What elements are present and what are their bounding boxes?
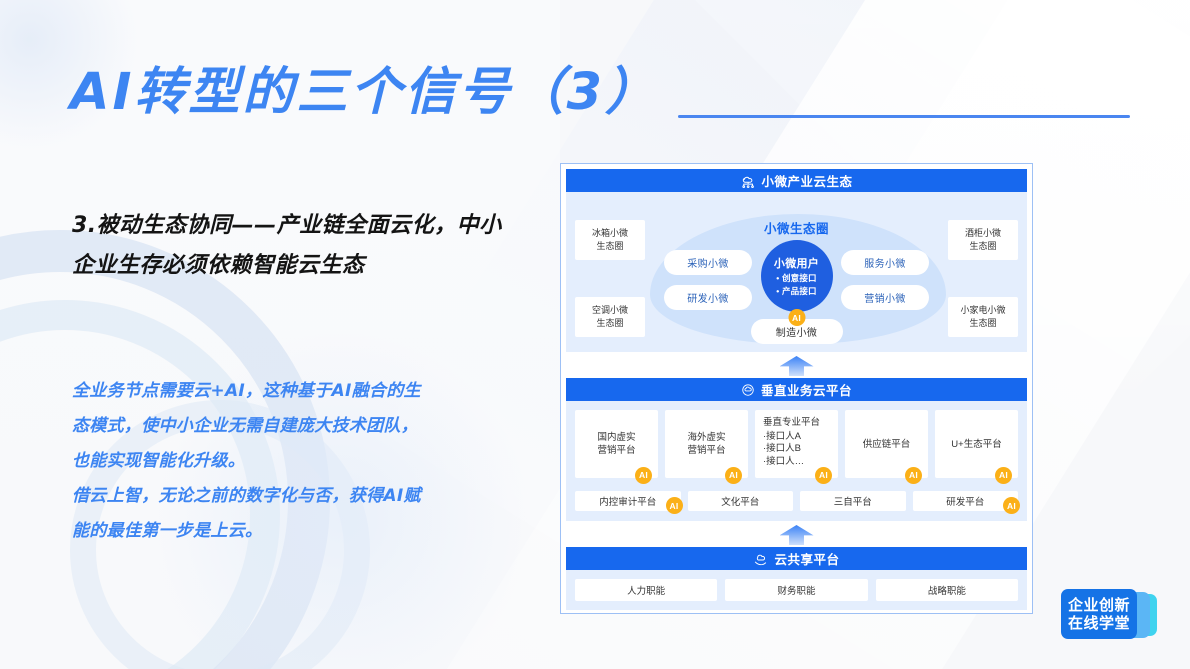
corner-box-wine-cabinet-line1: 酒柜小微 <box>964 228 1001 238</box>
cloud-share-band-label: 云共享平台 <box>774 553 840 567</box>
vp-card-overseas-marketing-line2: 营销平台 <box>687 445 726 456</box>
cloud-hand-icon <box>753 552 768 566</box>
body-line-4: 借云上智，无论之前的数字化与否，获得AI赋 <box>72 486 421 506</box>
body-line-1: 全业务节点需要云+AI，这种基于AI融合的生 <box>72 381 421 401</box>
ecosystem-band-label: 小微产业云生态 <box>761 175 853 189</box>
vp-bullet-contact-more: ·接口人… <box>763 455 805 467</box>
cloud-share-row: 人力职能 财务职能 战略职能 <box>575 579 1018 601</box>
vp-bar-rnd-label: 研发平台 <box>946 497 985 508</box>
body-line-2: 态模式，使中小企业无需自建庞大技术团队， <box>72 416 418 436</box>
ecosystem-panel: 小微生态圈 冰箱小微 生态圈 酒柜小微 生态圈 空调小微 生态圈 小家电小微 生… <box>566 192 1027 352</box>
logo-text: 企业创新 在线学堂 <box>1061 589 1137 639</box>
vp-card-overseas-marketing-line1: 海外虚实 <box>687 432 726 443</box>
vp-bar-rnd: 研发平台 AI <box>912 491 1020 514</box>
corner-box-wine-cabinet-line2: 生态圈 <box>969 241 997 251</box>
corner-box-fridge-line2: 生态圈 <box>596 241 624 251</box>
vp-card-overseas-marketing: 海外虚实 营销平台 AI <box>665 410 748 484</box>
corner-box-fridge-line1: 冰箱小微 <box>591 228 628 238</box>
pill-service: 服务小微 <box>841 250 929 275</box>
vp-card-domestic-marketing: 国内虚实 营销平台 AI <box>575 410 658 484</box>
corner-box-air-conditioner-line1: 空调小微 <box>591 305 628 315</box>
core-item-creative-api: • 创意接口 <box>776 273 817 283</box>
cloud-circle-icon <box>741 383 755 397</box>
vp-card-uplus-ecosystem: U+生态平台 AI <box>935 410 1018 484</box>
headline-text: 3.被动生态协同——产业链全面云化，中小企业生存必须依赖智能云生态 <box>72 213 502 278</box>
vp-card-supply-chain: 供应链平台 AI <box>845 410 928 484</box>
vertical-platform-row-2: 内控审计平台 AI 文化平台 三自平台 研发平台 AI <box>575 491 1020 514</box>
corner-box-small-appliance-line1: 小家电小微 <box>960 305 1006 315</box>
body-line-3: 也能实现智能化升级。 <box>72 451 245 471</box>
logo-text-line2: 在线学堂 <box>1067 614 1130 632</box>
cloud-share-panel: 人力职能 财务职能 战略职能 <box>566 570 1027 610</box>
ecosystem-band-header: 小微产业云生态 <box>566 169 1027 192</box>
vp-bar-culture: 文化平台 <box>687 491 793 511</box>
corner-box-fridge: 冰箱小微 生态圈 <box>575 220 645 260</box>
vp-bar-three-self-label: 三自平台 <box>833 497 872 508</box>
vp-bar-internal-audit: 内控审计平台 AI <box>575 491 683 514</box>
cs-box-finance: 财务职能 <box>725 579 868 601</box>
page-title: AI转型的三个信号（3） <box>70 63 659 122</box>
arrow-row-upper <box>566 352 1027 378</box>
ai-badge-internal-audit: AI <box>665 497 683 514</box>
ai-badge-overseas-marketing: AI <box>725 467 742 484</box>
vp-bullet-contact-b: ·接口人B <box>763 443 802 454</box>
cs-box-strategy: 战略职能 <box>875 579 1018 601</box>
logo-text-line1: 企业创新 <box>1067 596 1130 614</box>
ai-badge-rnd: AI <box>1003 497 1020 514</box>
cs-box-hr: 人力职能 <box>575 579 718 601</box>
corner-box-wine-cabinet: 酒柜小微 生态圈 <box>948 220 1018 260</box>
pill-marketing: 营销小微 <box>841 285 929 310</box>
cloud-network-icon <box>740 174 755 188</box>
corner-box-air-conditioner: 空调小微 生态圈 <box>575 297 645 337</box>
arrow-up-icon-2 <box>779 525 814 545</box>
vp-card-supply-chain-label: 供应链平台 <box>862 438 911 450</box>
vp-bar-three-self: 三自平台 <box>800 491 906 511</box>
corner-box-small-appliance-line2: 生态圈 <box>969 318 997 328</box>
vp-card-vertical-professional-title: 垂直专业平台 <box>763 417 821 428</box>
vp-card-vertical-professional: 垂直专业平台 ·接口人A ·接口人B ·接口人… AI <box>755 410 838 484</box>
vertical-platform-band-label: 垂直业务云平台 <box>760 384 852 398</box>
ecosystem-inner-title: 小微生态圈 <box>763 222 829 236</box>
ai-badge-domestic-marketing: AI <box>635 467 652 484</box>
pill-procurement: 采购小微 <box>664 250 752 275</box>
ai-badge-vertical-professional: AI <box>815 467 832 484</box>
vp-card-domestic-marketing-line1: 国内虚实 <box>597 432 636 443</box>
title-underline-rule <box>678 115 1130 118</box>
core-user-circle: 小微用户 • 创意接口 • 产品接口 <box>760 240 833 312</box>
ai-badge-uplus-ecosystem: AI <box>995 467 1012 484</box>
core-item-product-api: • 产品接口 <box>776 286 817 296</box>
cloud-share-band-header: 云共享平台 <box>566 547 1027 570</box>
pill-rnd: 研发小微 <box>664 285 752 310</box>
slide-title-area: AI转型的三个信号（3） <box>70 58 1130 128</box>
logo-card-front <box>1061 589 1137 639</box>
vp-bullet-contact-a: ·接口人A <box>763 430 802 442</box>
vertical-platform-band-header: 垂直业务云平台 <box>566 378 1027 401</box>
arrow-row-lower <box>566 521 1027 547</box>
arrow-up-icon <box>779 356 814 376</box>
vp-bar-internal-audit-label: 内控审计平台 <box>599 497 657 508</box>
body-copy: 全业务节点需要云+AI，这种基于AI融合的生 态模式，使中小企业无需自建庞大技术… <box>72 374 492 549</box>
vertical-platform-panel: 国内虚实 营销平台 AI 海外虚实 营销平台 AI 垂直专业平台 ·接口人A ·… <box>566 401 1027 521</box>
body-line-5: 能的最佳第一步是上云。 <box>72 521 263 541</box>
core-title: 小微用户 <box>773 258 820 270</box>
cloud-ecosystem-diagram: 小微产业云生态 小微生态圈 冰箱小微 生态圈 酒柜小微 生态圈 空调小微 生态圈… <box>560 163 1033 614</box>
vertical-platform-row-1: 国内虚实 营销平台 AI 海外虚实 营销平台 AI 垂直专业平台 ·接口人A ·… <box>575 410 1018 484</box>
ai-badge-supply-chain: AI <box>905 467 922 484</box>
vp-card-domestic-marketing-line2: 营销平台 <box>597 445 636 456</box>
corner-box-air-conditioner-line2: 生态圈 <box>596 318 624 328</box>
corner-box-small-appliance: 小家电小微 生态圈 <box>948 297 1018 337</box>
vp-bar-culture-label: 文化平台 <box>721 497 760 508</box>
ai-badge-manufacturing: AI <box>788 309 805 326</box>
vp-card-uplus-ecosystem-label: U+生态平台 <box>951 438 1002 450</box>
brand-logo: 企业创新 在线学堂 <box>1043 589 1163 641</box>
